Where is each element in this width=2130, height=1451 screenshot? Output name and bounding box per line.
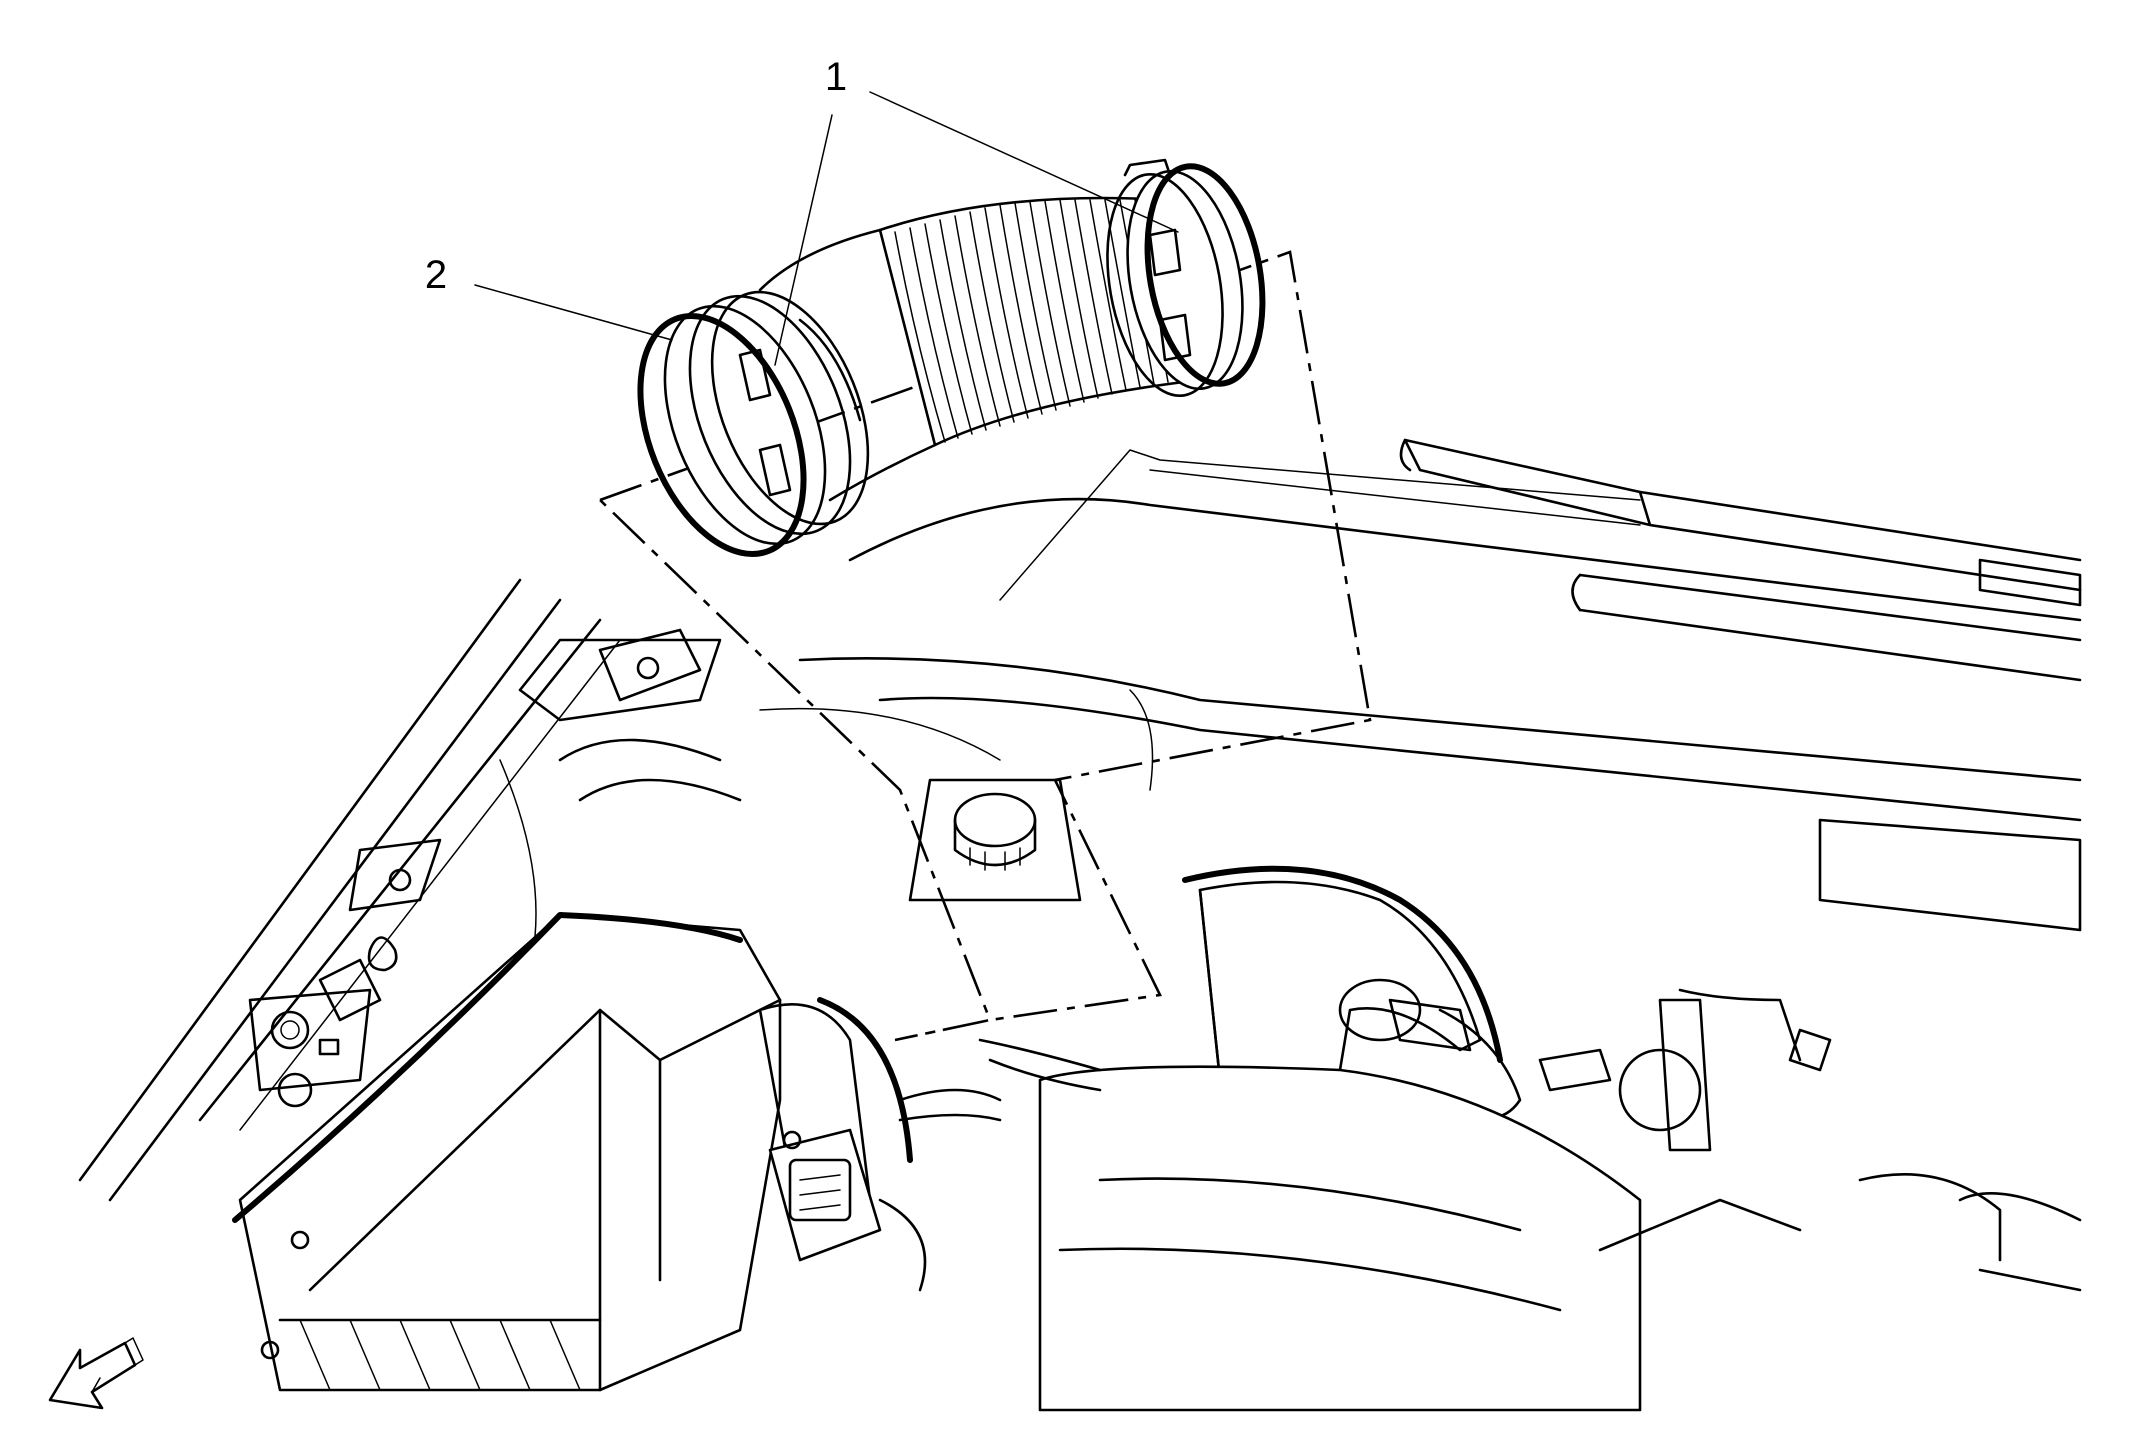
callout-1: 1 <box>825 55 847 99</box>
wiper-arms <box>999 438 2082 682</box>
vacuum-hoses <box>898 1038 1102 1122</box>
duct-outlet-end <box>1106 158 1266 398</box>
engine-cover <box>1038 1065 2082 1412</box>
throttle-body-duct <box>1182 865 1832 1152</box>
air-cleaner-housing <box>232 912 782 1392</box>
coolant-reservoir-cap <box>908 778 1082 902</box>
air-inlet-duct[interactable] <box>608 157 1278 578</box>
callout-2: 2 <box>425 253 447 297</box>
duct-inlet-end <box>637 290 870 557</box>
detail-region-outline <box>599 250 1372 1042</box>
left-fender-structure <box>78 578 742 1202</box>
callout-1-leaders <box>774 91 1179 366</box>
mass-air-flow-sensor <box>758 997 927 1292</box>
cowl-panel <box>759 497 2082 932</box>
view-direction-arrow-icon <box>48 1337 144 1410</box>
callout-2-leader <box>474 284 673 341</box>
